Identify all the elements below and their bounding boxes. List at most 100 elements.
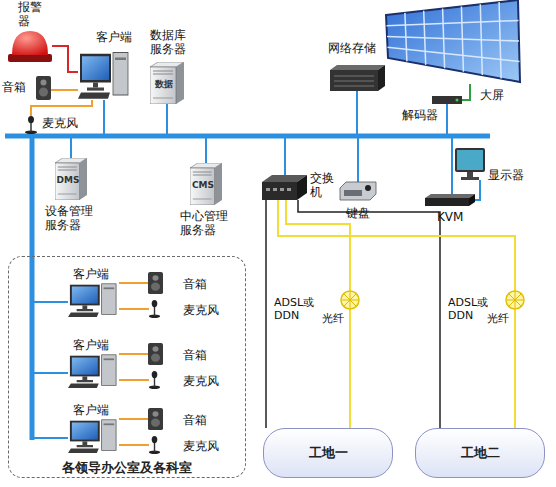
icon-text: CMS	[190, 180, 216, 191]
icon-text: DMS	[55, 175, 81, 186]
switch-side	[297, 175, 307, 200]
kvm-top	[425, 194, 475, 198]
microphone-device: 麦克风	[149, 372, 162, 390]
link-label: ADSL或DDN	[448, 296, 492, 322]
device-label: 大屏	[480, 88, 510, 102]
connector-line	[462, 84, 470, 100]
device-label: 音箱	[183, 413, 213, 427]
connector-line	[119, 379, 149, 381]
monitor-frame	[455, 148, 485, 172]
device-label: 键盘	[346, 206, 386, 220]
microphone-icon	[149, 436, 160, 454]
alarm-dome	[12, 31, 48, 55]
device-label: 中心管理 服务器	[180, 209, 232, 238]
device-label: 网络存储	[328, 41, 388, 55]
device-label: KVM	[437, 210, 477, 224]
server-icon	[190, 163, 222, 205]
wall-grid	[387, 21, 519, 26]
device-label: 交换 机	[310, 171, 338, 200]
wall-grid	[405, 13, 407, 62]
keyboard-joystick	[365, 185, 371, 191]
connector-line	[119, 418, 149, 420]
device-label: 客户端	[73, 403, 123, 417]
storage-top	[330, 65, 385, 70]
link-label: ADSL或DDN	[274, 296, 318, 322]
alarm-base	[8, 54, 52, 62]
speaker-icon	[36, 76, 51, 100]
computer-icon	[68, 355, 116, 388]
microphone-device: 麦克风	[24, 116, 38, 134]
network-drop	[284, 136, 286, 176]
connector-line	[119, 308, 149, 310]
network-drop	[451, 136, 453, 195]
speaker-icon	[148, 343, 163, 365]
wall-grid	[387, 37, 519, 42]
speaker-device: 音箱	[149, 409, 164, 431]
switch-port	[266, 188, 270, 191]
switch-front	[262, 182, 297, 200]
client-computer: 客户端	[69, 354, 119, 390]
speaker-device: 音箱	[149, 344, 164, 366]
monitor-base	[461, 177, 479, 180]
switch-top	[262, 175, 307, 182]
connector-line	[119, 282, 149, 284]
kvm-side	[469, 194, 475, 206]
microphone-icon	[25, 116, 37, 134]
decoder-box	[432, 96, 462, 104]
server-icon	[55, 158, 87, 200]
connector-line	[475, 180, 480, 200]
client-computer: 客户端	[69, 283, 119, 319]
storage-bay	[334, 86, 374, 87]
device-label: 工地二	[416, 445, 544, 461]
device-label: 麦克风	[42, 116, 92, 130]
network-drop	[446, 104, 448, 136]
device-label: 音箱	[2, 80, 32, 94]
device-label: 设备管理 服务器	[45, 204, 97, 233]
microphone-icon	[149, 371, 160, 389]
storage-side	[378, 65, 385, 91]
network-drop	[205, 136, 207, 165]
fiber-spark	[342, 292, 358, 308]
connector-line	[52, 46, 78, 72]
link-label: 光纤	[487, 312, 517, 325]
client-computer: 客户端	[78, 50, 130, 100]
connector-line	[51, 89, 78, 91]
device-label: 各领导办公室及各科室	[9, 460, 245, 476]
connector-line	[119, 444, 149, 446]
computer-icon	[68, 420, 116, 453]
keyboard-keys	[344, 190, 362, 196]
network-drop	[103, 100, 105, 136]
link-label: 光纤	[322, 312, 352, 325]
speaker-device: 音箱	[149, 273, 164, 295]
network-switch: 交换 机	[262, 175, 307, 200]
network-storage: 网络存储	[330, 65, 385, 91]
device-label: 数据库 服务器	[150, 28, 190, 57]
network-backbone	[5, 134, 490, 139]
wall-grid	[461, 6, 463, 71]
storage-front	[330, 70, 378, 91]
network-drop	[166, 104, 168, 136]
connector-line	[298, 200, 440, 428]
speaker-icon	[148, 408, 163, 430]
site-box: 工地二	[415, 428, 545, 478]
switch-port	[280, 188, 284, 191]
computer-icon	[78, 53, 128, 99]
office-area: 各领导办公室及各科室客户端音箱麦克风客户端音箱麦克风客户端音箱麦克风	[8, 256, 246, 478]
switch-port	[287, 188, 291, 191]
control-keyboard-body	[340, 182, 376, 200]
device-management-server: DMS设备管理 服务器	[55, 158, 87, 200]
display-monitor: 显示器	[455, 148, 485, 180]
monitor-stand	[467, 172, 473, 177]
network-drop	[357, 136, 359, 183]
network-drop	[356, 91, 358, 136]
device-label: 音箱	[183, 277, 213, 291]
client-computer: 客户端	[69, 419, 119, 455]
device-label: 客户端	[73, 267, 123, 281]
fiber-symbol	[506, 291, 524, 309]
video-wall: 大屏	[385, 0, 522, 84]
server-icon	[150, 62, 184, 104]
kvm-switch: KVM	[425, 194, 475, 206]
network-drop	[32, 372, 68, 374]
